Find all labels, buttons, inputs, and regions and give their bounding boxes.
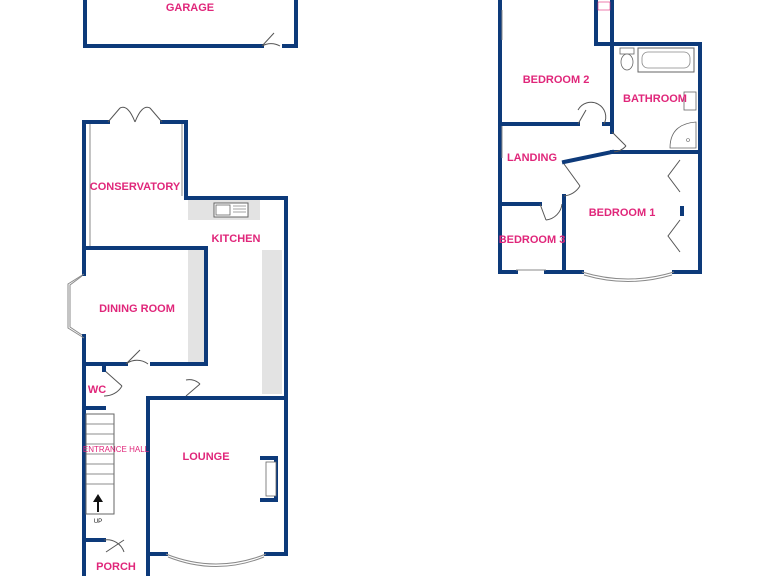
toilet-icon xyxy=(619,47,635,71)
room-label-entrance-hall: ENTRANCE HALL xyxy=(83,445,150,454)
shower-icon xyxy=(669,121,697,149)
bath-icon xyxy=(637,47,695,73)
room-label-bedroom-1: BEDROOM 1 xyxy=(589,207,656,219)
entrance-hall: UP xyxy=(82,379,201,576)
up-arrow-icon xyxy=(93,494,103,512)
room-label-porch: PORCH xyxy=(96,561,136,573)
staircase xyxy=(85,413,115,515)
room-label-garage: GARAGE xyxy=(166,2,214,14)
room-label-conservatory: CONSERVATORY xyxy=(90,181,181,193)
bathroom xyxy=(610,42,702,154)
wardrobe: ​ xyxy=(667,159,684,253)
room-label-bedroom-3: BEDROOM 3 xyxy=(499,234,566,246)
fireplace xyxy=(260,456,278,502)
conservatory xyxy=(82,106,188,250)
sink-icon xyxy=(213,202,249,218)
room-label-kitchen: KITCHEN xyxy=(212,233,261,245)
ground-floor: UP GARAGE CONSERVATORY KITCHEN DINING RO… xyxy=(67,0,298,576)
kitchen xyxy=(184,196,288,398)
basin-icon xyxy=(683,91,697,111)
room-label-landing: LANDING xyxy=(507,152,557,164)
room-label-lounge: LOUNGE xyxy=(182,451,229,463)
lounge xyxy=(146,396,288,576)
porch xyxy=(103,539,125,553)
room-label-bathroom: BATHROOM xyxy=(623,93,687,105)
first-floor: ​ BEDROOM 2 BATHROOM LANDING BEDROOM 1 B… xyxy=(498,0,702,282)
garage xyxy=(83,0,298,48)
room-label-wc: WC xyxy=(88,384,106,396)
room-label-dining-room: DINING ROOM xyxy=(99,303,175,315)
stairs-up-label: UP xyxy=(94,519,102,525)
room-label-bedroom-2: BEDROOM 2 xyxy=(523,74,590,86)
